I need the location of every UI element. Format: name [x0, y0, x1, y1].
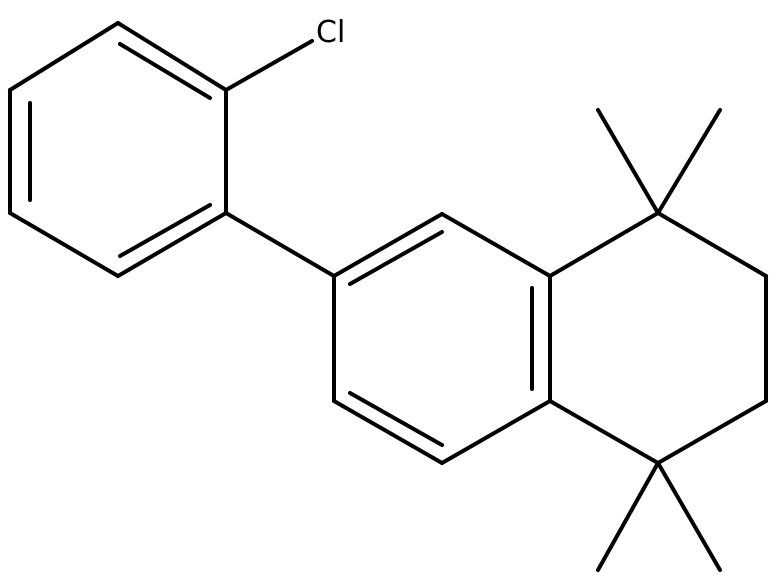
bond-s5	[548, 399, 660, 465]
bond-c1-c2	[116, 21, 228, 92]
methyl-bottom-left	[596, 461, 660, 572]
bond-s4	[656, 399, 768, 465]
double-bond-inner-top	[118, 42, 212, 100]
tetralin-aromatic-ring	[332, 212, 552, 465]
methyl-bottom-right	[656, 461, 722, 572]
methyl-top-right	[656, 108, 722, 215]
methyl-top-left	[596, 108, 660, 215]
bond-c-cl	[224, 39, 314, 92]
bond-c6-c1	[8, 21, 120, 92]
bond-a4-a5	[440, 399, 552, 465]
bond-a2-a3	[440, 212, 552, 278]
chlorophenyl-ring	[8, 21, 228, 278]
bond-c4-c5	[8, 211, 120, 278]
bond-biaryl	[224, 211, 336, 278]
bond-s1	[548, 211, 660, 278]
chlorine-atom-label: Cl	[316, 15, 345, 50]
gem-dimethyl-top	[596, 108, 722, 215]
bond-a5-a6	[332, 399, 444, 465]
double-bond-inner-lower-left	[348, 391, 444, 447]
double-bond-inner-upper-left	[348, 230, 444, 286]
double-bond-inner-bottom	[118, 203, 212, 258]
bond-s2	[656, 211, 768, 278]
gem-dimethyl-bottom	[596, 461, 722, 572]
bond-c3-c4	[116, 211, 228, 278]
bond-a1-a2	[332, 212, 444, 278]
tetralin-saturated-ring	[548, 211, 768, 465]
